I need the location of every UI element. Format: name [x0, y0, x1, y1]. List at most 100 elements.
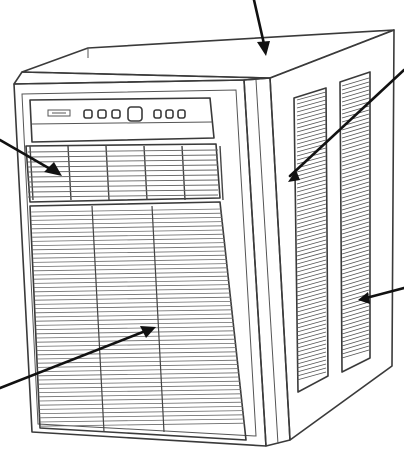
hatch-line [342, 218, 369, 226]
hatch-line [36, 327, 234, 330]
hatch-line [342, 302, 369, 310]
hatch-line [37, 343, 236, 346]
hatch-line [297, 112, 326, 120]
hatch-line [342, 86, 369, 94]
hatch-line [106, 146, 109, 200]
hatch-line [297, 132, 326, 140]
power-button [128, 107, 142, 121]
hatch-line [297, 216, 326, 224]
hatch-line [342, 198, 369, 206]
hatch-line [36, 331, 235, 334]
hatch-line [39, 402, 242, 405]
hatch-line [28, 150, 218, 152]
hatch-line [39, 406, 243, 409]
hatch-line [33, 251, 226, 254]
hatch-line [297, 280, 326, 288]
side-air-intake-vents [294, 72, 370, 392]
hatch-line [297, 240, 326, 248]
hatch-line [297, 336, 326, 344]
hatch-line [297, 320, 326, 328]
hatch-line [297, 208, 326, 216]
hatch-line [297, 196, 326, 204]
hatch-line [32, 238, 224, 241]
hatch-line [342, 250, 369, 258]
hatch-line [342, 134, 369, 142]
hatch-line [297, 284, 326, 292]
hatch-line [220, 146, 223, 200]
hatch-line [297, 312, 326, 320]
hatch-line [297, 128, 326, 136]
hatch-line [36, 314, 234, 317]
hatch-line [32, 217, 223, 220]
hatch-line [342, 246, 369, 254]
hatch-line [297, 268, 326, 276]
hatch-line [342, 338, 369, 346]
hatch-line [342, 238, 369, 246]
hatch-line [32, 234, 224, 237]
hatch-line [33, 243, 226, 246]
hatch-line [342, 342, 369, 350]
hatch-line [297, 236, 326, 244]
hatch-line [297, 364, 326, 372]
hatch-line [34, 268, 228, 271]
hatch-line [342, 158, 369, 166]
hatch-line [297, 352, 326, 360]
hatch-line [31, 209, 221, 212]
hatch-line [37, 339, 236, 342]
control-button [112, 110, 120, 118]
cabinet-body [22, 30, 394, 440]
hatch-line [40, 423, 245, 426]
hatch-line [342, 270, 369, 278]
hatch-line [342, 258, 369, 266]
hatch-line [342, 210, 369, 218]
hatch-line [38, 377, 240, 380]
hatch-line [297, 212, 326, 220]
arrow-top-cover [254, 0, 270, 56]
hatch-line [297, 104, 326, 112]
hatch-line [34, 276, 229, 279]
hatch-line [28, 175, 218, 177]
hatch-line [342, 266, 369, 274]
hatch-line [32, 222, 223, 225]
hatch-line [342, 150, 369, 158]
hatch-line [297, 124, 326, 132]
hatch-line [297, 360, 326, 368]
hatch-line [297, 116, 326, 124]
hatch-line [297, 200, 326, 208]
hatch-line [297, 316, 326, 324]
hatch-line [297, 188, 326, 196]
hatch-line [297, 192, 326, 200]
hatch-line [342, 82, 369, 90]
hatch-line [342, 214, 369, 222]
hatch-line [35, 293, 231, 296]
hatch-line [33, 247, 226, 250]
hatch-line [32, 230, 224, 233]
hatch-line [342, 170, 369, 178]
hatch-line [297, 176, 326, 184]
hatch-line [28, 180, 218, 182]
hatch-line [297, 224, 326, 232]
hatch-line [342, 330, 369, 338]
hatch-line [342, 314, 369, 322]
hatch-line [297, 272, 326, 280]
hatch-line [342, 326, 369, 334]
hatch-line [297, 296, 326, 304]
cabinet-side-frame [244, 78, 290, 446]
hatch-line [342, 178, 369, 186]
hatch-line [342, 190, 369, 198]
hatch-line [297, 288, 326, 296]
hatch-line [297, 348, 326, 356]
hatch-line [28, 185, 218, 187]
hatch-line [342, 174, 369, 182]
hatch-line [33, 264, 227, 267]
hatch-line [342, 226, 369, 234]
hatch-line [297, 108, 326, 116]
arrow-side-vents [358, 288, 404, 304]
hatch-line [297, 308, 326, 316]
hatch-line [34, 285, 230, 288]
hatch-line [342, 202, 369, 210]
hatch-line [40, 419, 245, 422]
hatch-line [36, 318, 234, 321]
hatch-line [342, 154, 369, 162]
hatch-line [39, 411, 243, 414]
